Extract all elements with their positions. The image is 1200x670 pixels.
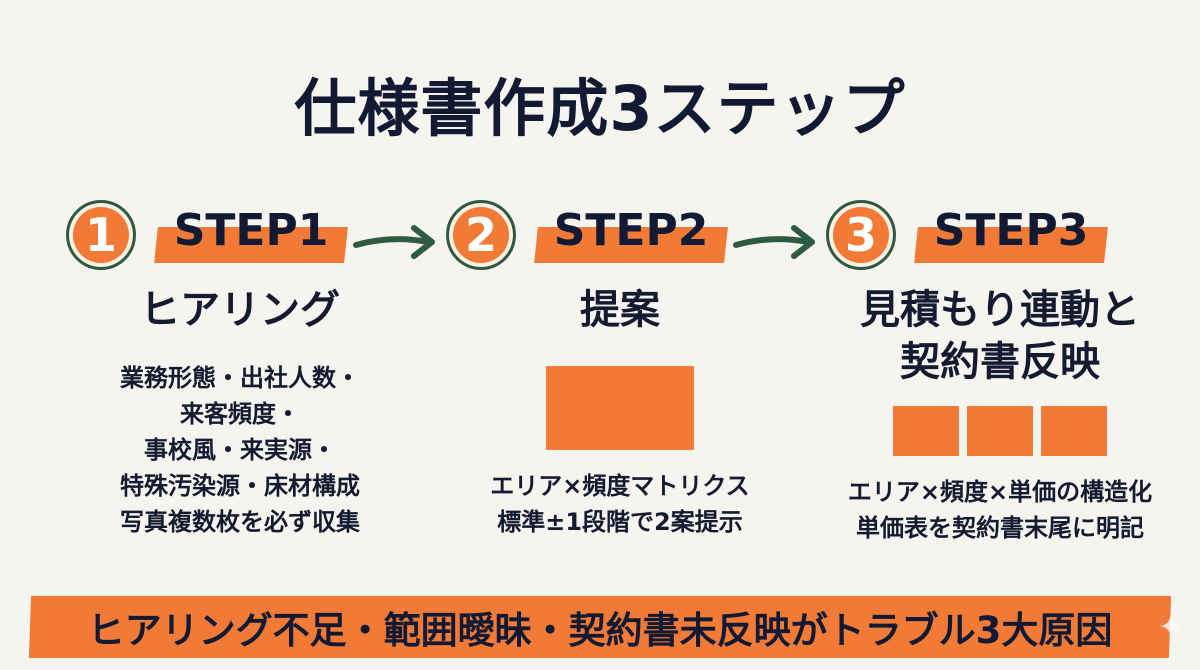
- step-1-column: 1 STEP1 ヒアリング 業務形態・出社人数・ 来客頻度・ 事校風・来実源・ …: [60, 195, 420, 540]
- step-2-heading: 提案: [440, 284, 800, 336]
- step-1-heading-line: ヒアリング: [140, 287, 340, 333]
- sparkle-icon: ✦: [1158, 610, 1184, 645]
- step-1-desc-line: 特殊汚染源・床材構成: [120, 472, 360, 500]
- step-3-image-placeholder: [1041, 406, 1107, 456]
- right-arrow-icon: [353, 225, 435, 259]
- step-3-image-placeholders: [820, 406, 1180, 456]
- step-3-image-placeholder: [967, 406, 1033, 456]
- step-2-heading-line: 提案: [580, 287, 660, 333]
- step-1-desc-line: 写真複数枚を必ず収集: [120, 508, 360, 536]
- step-3-desc-line: エリア×頻度×単価の構造化: [847, 478, 1153, 506]
- step-3-heading: 見積もり連動と 契約書反映: [820, 284, 1180, 388]
- step-3-header: 3 STEP3: [820, 195, 1180, 290]
- step-3-image-placeholder: [893, 406, 959, 456]
- step-2-header: 2 STEP2: [440, 195, 800, 290]
- step-1-description: 業務形態・出社人数・ 来客頻度・ 事校風・来実源・ 特殊汚染源・床材構成 写真複…: [60, 360, 420, 540]
- step-2-image-placeholder: [546, 366, 694, 450]
- step-1-label: STEP1: [173, 205, 329, 256]
- step-2-desc-line: エリア×頻度マトリクス: [490, 472, 750, 500]
- step-3-column: 3 STEP3 見積もり連動と 契約書反映 エリア×頻度×単価の構造化 単価表を…: [820, 195, 1180, 546]
- step-3-desc-line: 単価表を契約書末尾に明記: [856, 514, 1144, 542]
- step-1-number-badge: 1: [66, 200, 136, 270]
- step-1-desc-line: 業務形態・出社人数・: [120, 364, 360, 392]
- step-3-description: エリア×頻度×単価の構造化 単価表を契約書末尾に明記: [820, 474, 1180, 546]
- step-1-header: 1 STEP1: [60, 195, 420, 290]
- step-3-label: STEP3: [933, 205, 1089, 256]
- step-3-number-badge: 3: [826, 200, 896, 270]
- step-1-heading: ヒアリング: [60, 284, 420, 336]
- banner-text: ヒアリング不足・範囲曖昧・契約書未反映がトラブル3大原因: [87, 609, 1113, 652]
- bottom-banner: ヒアリング不足・範囲曖昧・契約書未反映がトラブル3大原因: [28, 596, 1172, 658]
- step-1-desc-line: 事校風・来実源・: [144, 436, 336, 464]
- right-arrow-icon: [733, 225, 815, 259]
- step-2-label: STEP2: [553, 205, 709, 256]
- step-2-description: エリア×頻度マトリクス 標準±1段階で2案提示: [440, 468, 800, 540]
- page-title: 仕様書作成3ステップ: [294, 72, 906, 145]
- step-3-heading-line: 見積もり連動と: [860, 287, 1140, 333]
- step-2-column: 2 STEP2 提案 エリア×頻度マトリクス 標準±1段階で2案提示: [440, 195, 800, 540]
- step-3-heading-line: 契約書反映: [900, 339, 1100, 385]
- step-2-number-badge: 2: [446, 200, 516, 270]
- step-2-desc-line: 標準±1段階で2案提示: [497, 508, 743, 536]
- step-1-desc-line: 来客頻度・: [180, 400, 300, 428]
